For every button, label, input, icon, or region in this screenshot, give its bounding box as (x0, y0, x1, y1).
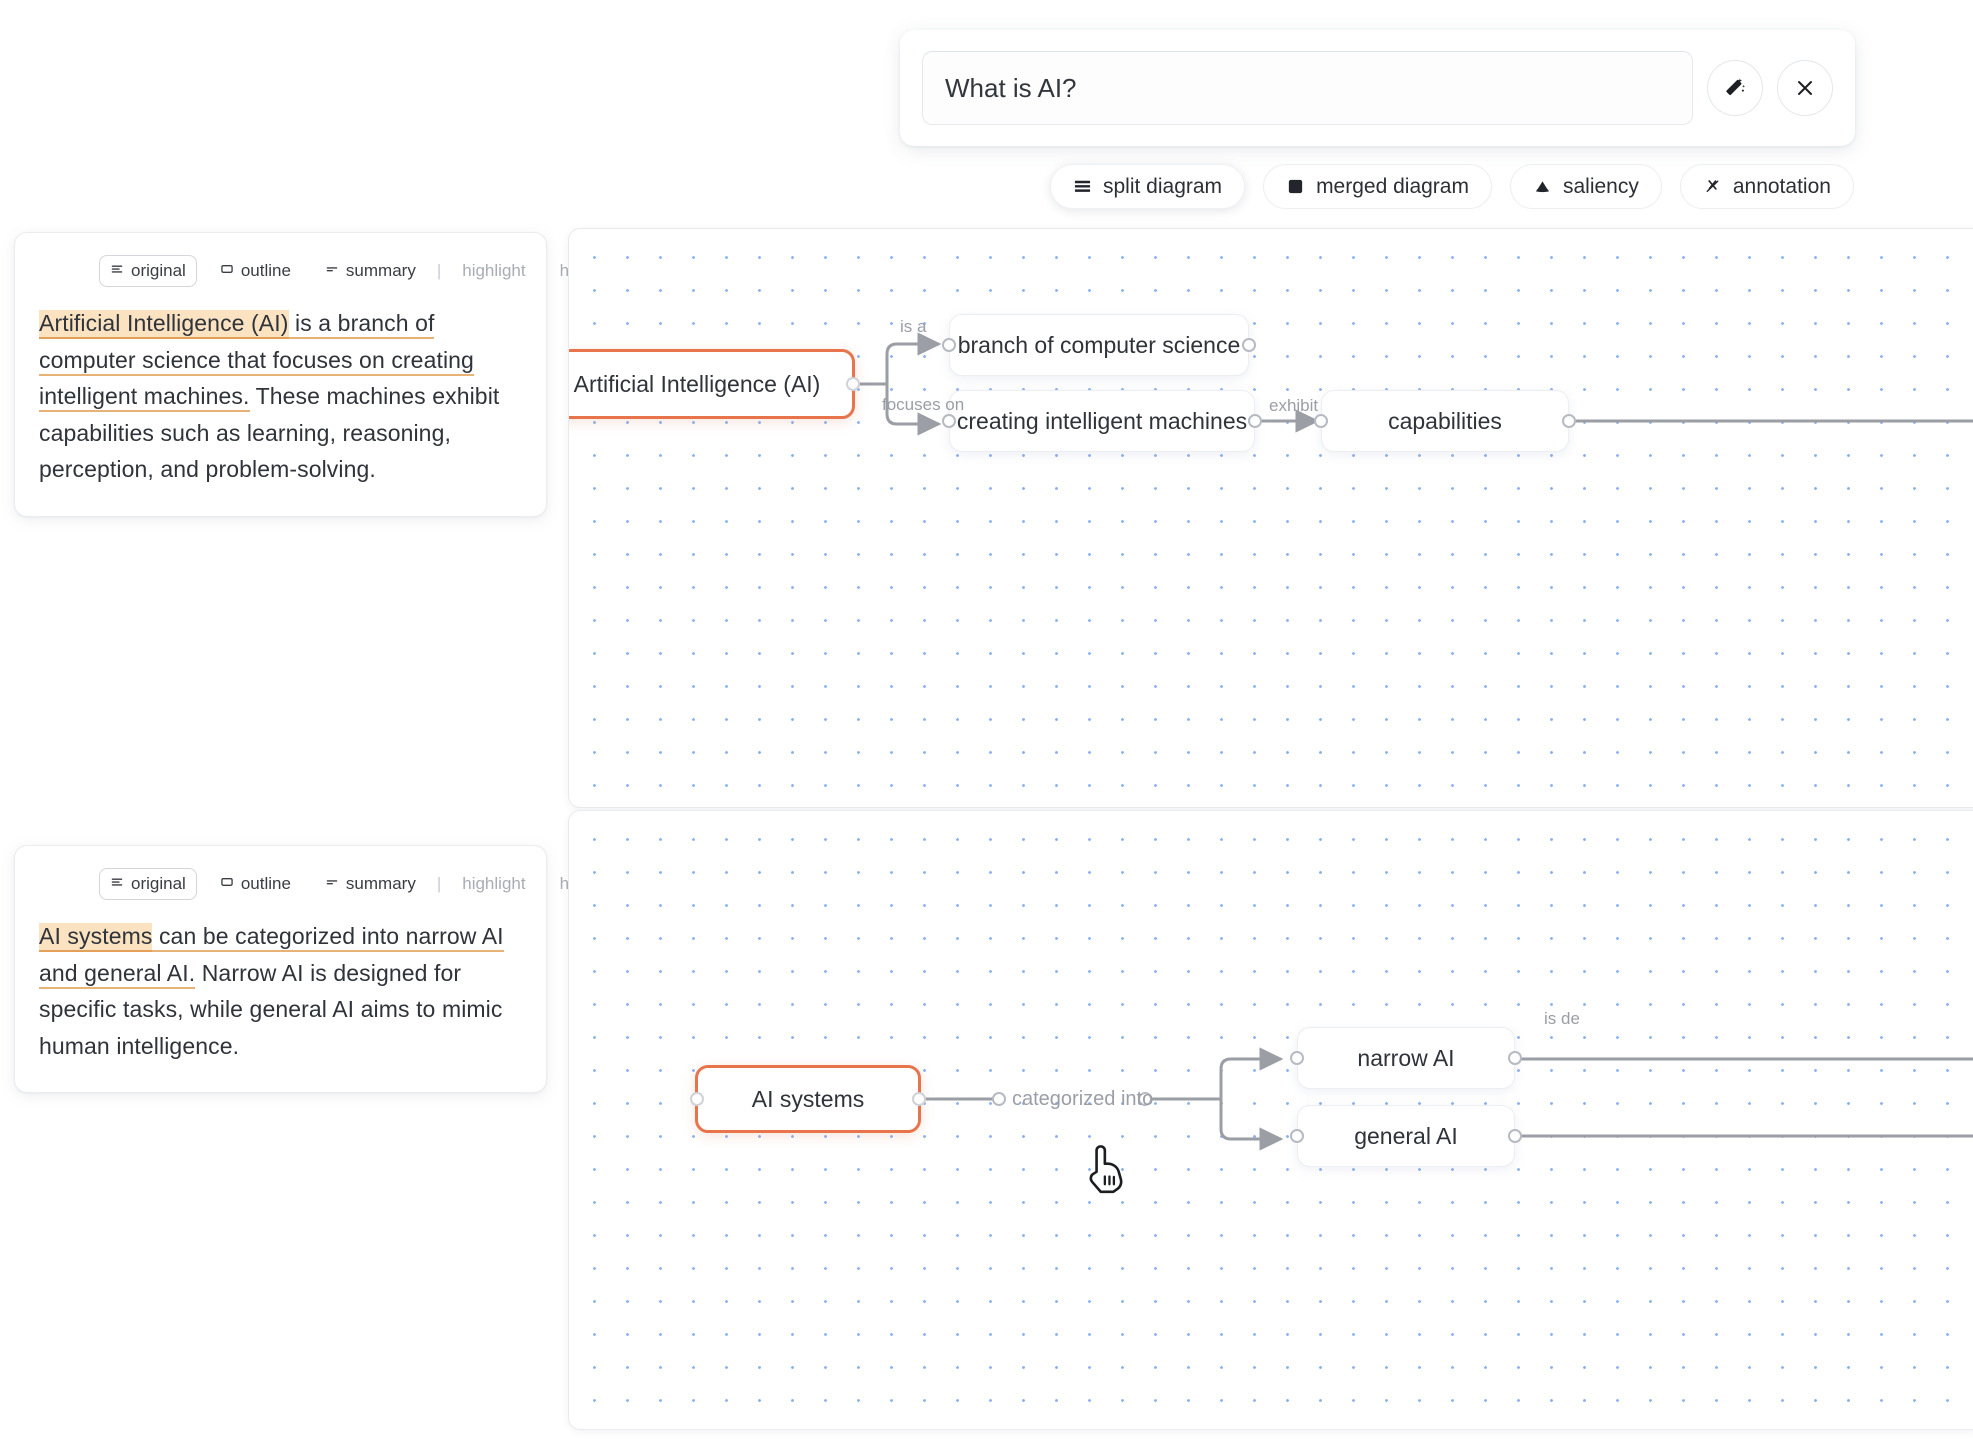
card-mode-label: highlight (462, 261, 526, 280)
node-label: Artificial Intelligence (AI) (573, 370, 821, 397)
node-label: AI systems (751, 1085, 865, 1112)
card-mode-label: highlight (462, 874, 526, 893)
card-mode-separator: | (436, 874, 442, 893)
node-handle-right[interactable] (846, 377, 860, 391)
diagram-mode-toolbar: split diagram merged diagram saliency (1050, 164, 1854, 209)
node-handle-right[interactable] (1508, 1051, 1522, 1065)
card-mode-separator: | (436, 261, 442, 280)
lines-icon (110, 874, 124, 894)
filled-square-icon (1286, 177, 1305, 196)
card-mode-label: outline (240, 874, 291, 893)
pen-slash-icon (1703, 177, 1722, 196)
node-label: creating intelligent machines (956, 407, 1248, 434)
magic-wand-button[interactable] (1707, 60, 1763, 116)
edge-label-is-a: is a (900, 317, 927, 336)
card-mode-label: summary (345, 261, 416, 280)
mountain-icon (1533, 177, 1552, 196)
node-handle-right[interactable] (912, 1092, 926, 1106)
diagram-node-artificial-intelligence[interactable]: Artificial Intelligence (AI) (569, 349, 860, 419)
diagram-canvas-2[interactable]: AI systems narrow AI general AI categori… (568, 810, 1973, 1430)
square-icon (220, 261, 234, 281)
mode-chip-split-diagram[interactable]: split diagram (1050, 164, 1246, 209)
card-mode-outline[interactable]: outline (209, 255, 302, 287)
close-icon (1793, 76, 1817, 100)
node-label: narrow AI (1357, 1044, 1455, 1071)
source-text-card: original outline summary (14, 845, 592, 1094)
source-text-card: original outline summary (14, 232, 592, 517)
underlined-phrase[interactable]: is a branch of computer science that foc… (39, 310, 474, 413)
diagram-node-general-ai[interactable]: general AI (1290, 1105, 1522, 1167)
dash-icon (325, 874, 339, 894)
mode-chip-label: merged diagram (1316, 174, 1469, 198)
edge-label-categorized-into: categorized into (1012, 1088, 1154, 1110)
card-mode-original[interactable]: original (99, 255, 197, 287)
plain-text: Narrow AI is designed for specific tasks… (39, 959, 503, 1059)
node-handle-left[interactable] (1314, 414, 1328, 428)
node-handle-right[interactable] (1248, 414, 1262, 428)
node-handle-right[interactable] (1562, 414, 1576, 428)
diagram-node-creating-intelligent-machines[interactable]: creating intelligent machines (942, 390, 1262, 452)
lines-icon (110, 261, 124, 281)
mode-chip-label: saliency (1562, 174, 1639, 198)
close-button[interactable] (1777, 60, 1833, 116)
diagram-node-narrow-ai[interactable]: narrow AI (1290, 1027, 1522, 1089)
card-mode-outline[interactable]: outline (209, 868, 302, 900)
card-mode-original[interactable]: original (99, 868, 197, 900)
node-handle-left[interactable] (690, 1092, 704, 1106)
card-mode-highlight[interactable]: highlight (451, 255, 536, 287)
node-label: capabilities (1388, 407, 1502, 434)
card-mode-bar: original outline summary (39, 868, 592, 900)
query-bar (900, 30, 1855, 146)
node-handle-left[interactable] (1290, 1129, 1304, 1143)
node-handle-left[interactable] (942, 338, 956, 352)
card-mode-highlight[interactable]: highlight (451, 868, 536, 900)
edge-label-is-designed-clipped: is de (1544, 1009, 1580, 1028)
diagram-canvas-1[interactable]: Artificial Intelligence (AI) branch of c… (568, 228, 1973, 808)
edge-label-exhibit: exhibit (1269, 396, 1319, 415)
card-body-text: AI systems can be categorized into narro… (39, 918, 522, 1064)
node-handle-right[interactable] (1242, 338, 1256, 352)
highlighted-phrase[interactable]: Artificial Intelligence (AI) (39, 310, 289, 339)
diagram-node-capabilities[interactable]: capabilities (1314, 390, 1576, 452)
card-mode-label: outline (240, 261, 291, 280)
card-body-text: Artificial Intelligence (AI) is a branch… (39, 305, 522, 488)
card-mode-summary[interactable]: summary (314, 868, 427, 900)
diagram-node-ai-systems[interactable]: AI systems (690, 1065, 926, 1133)
mode-chip-label: annotation (1732, 174, 1831, 198)
card-mode-label: original (131, 261, 186, 280)
edge-label-focuses-on: focuses on (882, 395, 965, 414)
square-icon (220, 874, 234, 894)
card-mode-bar: original outline summary (39, 255, 592, 287)
node-handle-left[interactable] (1290, 1051, 1304, 1065)
node-label: branch of computer science (957, 331, 1241, 358)
node-label: general AI (1354, 1122, 1458, 1149)
magic-wand-icon (1722, 75, 1748, 101)
underlined-phrase[interactable]: can be categorized into narrow AI and ge… (39, 923, 504, 989)
mode-chip-merged-diagram[interactable]: merged diagram (1263, 164, 1492, 209)
card-mode-label: original (131, 874, 186, 893)
diagram-node-branch-of-computer-science[interactable]: branch of computer science (942, 314, 1256, 376)
node-handle-left[interactable] (942, 414, 956, 428)
mode-chip-label: split diagram (1103, 174, 1223, 198)
query-input[interactable] (922, 51, 1693, 125)
edge-layer (855, 332, 1973, 436)
card-mode-summary[interactable]: summary (314, 255, 427, 287)
highlighted-phrase[interactable]: AI systems (39, 923, 153, 952)
plain-text: These machines exhibit capabilities such… (39, 383, 500, 483)
stacked-lines-icon (1073, 177, 1092, 196)
dash-icon (325, 261, 339, 281)
card-mode-label: summary (345, 874, 416, 893)
mode-chip-saliency[interactable]: saliency (1509, 164, 1662, 209)
node-handle-right[interactable] (1508, 1129, 1522, 1143)
mode-chip-annotation[interactable]: annotation (1679, 164, 1854, 209)
